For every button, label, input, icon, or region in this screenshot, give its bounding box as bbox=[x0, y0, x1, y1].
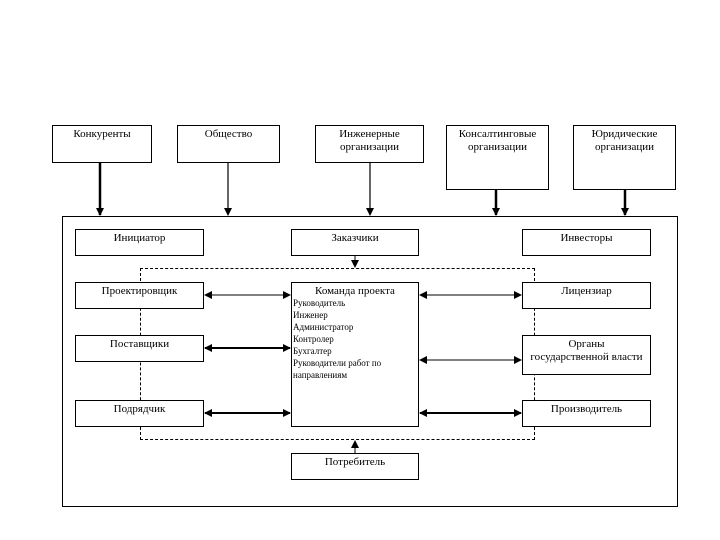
manufacturer-label: Производитель bbox=[550, 403, 623, 415]
project-environment-frame bbox=[62, 216, 678, 507]
team-member: Контролер bbox=[293, 334, 334, 344]
consulting-orgs-line1: Консалтинговые bbox=[458, 128, 537, 140]
customers-label: Заказчики bbox=[331, 232, 379, 244]
team-member: Руководитель bbox=[293, 298, 346, 308]
customers-box: Заказчики bbox=[291, 229, 419, 256]
investors-label: Инвесторы bbox=[560, 232, 613, 244]
team-member: направлениям bbox=[293, 370, 348, 380]
project-team-box: Команда проекта bbox=[291, 282, 419, 427]
consumer-label: Потребитель bbox=[324, 456, 386, 468]
society-box: Общество bbox=[177, 125, 280, 163]
licensor-box: Лицензиар bbox=[522, 282, 651, 309]
consulting-orgs-line2: организации bbox=[467, 141, 528, 153]
licensor-label: Лицензиар bbox=[561, 285, 612, 297]
initiator-label: Инициатор bbox=[113, 232, 166, 244]
legal-orgs-line1: Юридические bbox=[591, 128, 658, 140]
authorities-line2: государственной власти bbox=[530, 351, 643, 363]
suppliers-label: Поставщики bbox=[109, 338, 170, 350]
designer-box: Проектировщик bbox=[75, 282, 204, 309]
legal-orgs-box: Юридические организации bbox=[573, 125, 676, 190]
manufacturer-box: Производитель bbox=[522, 400, 651, 427]
contractor-box: Подрядчик bbox=[75, 400, 204, 427]
consulting-orgs-box: Консалтинговые организации bbox=[446, 125, 549, 190]
competitors-box: Конкуренты bbox=[52, 125, 152, 163]
suppliers-box: Поставщики bbox=[75, 335, 204, 362]
project-team-title: Команда проекта bbox=[315, 285, 395, 297]
engineering-orgs-box: Инженерные организации bbox=[315, 125, 424, 163]
legal-orgs-line2: организации bbox=[594, 141, 655, 153]
engineering-orgs-line2: организации bbox=[339, 141, 400, 153]
contractor-label: Подрядчик bbox=[113, 403, 166, 415]
consumer-box: Потребитель bbox=[291, 453, 419, 480]
designer-label: Проектировщик bbox=[101, 285, 178, 297]
authorities-line1: Органы bbox=[568, 338, 605, 350]
team-member: Руководители работ по bbox=[293, 358, 382, 368]
society-label: Общество bbox=[204, 128, 253, 140]
team-member: Администратор bbox=[293, 322, 354, 332]
investors-box: Инвесторы bbox=[522, 229, 651, 256]
engineering-orgs-line1: Инженерные bbox=[339, 128, 400, 140]
authorities-box: Органы государственной власти bbox=[522, 335, 651, 375]
team-member: Бухгалтер bbox=[293, 346, 332, 356]
competitors-label: Конкуренты bbox=[73, 128, 131, 140]
team-member: Инженер bbox=[293, 310, 328, 320]
project-team-members: Руководитель Инженер Администратор Контр… bbox=[293, 297, 417, 381]
initiator-box: Инициатор bbox=[75, 229, 204, 256]
